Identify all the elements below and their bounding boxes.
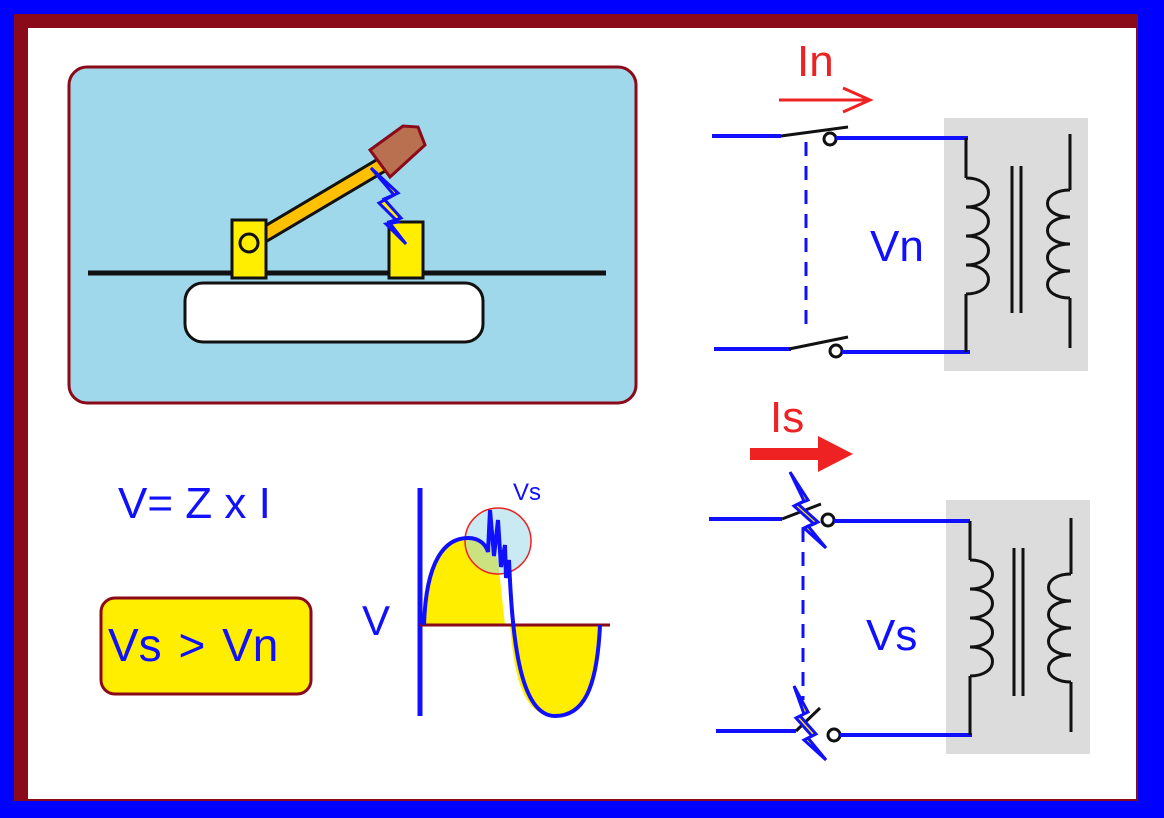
switch-base bbox=[183, 281, 485, 344]
switch-handle bbox=[367, 124, 427, 180]
inequality-symbol: > bbox=[178, 619, 206, 671]
illustration-panel bbox=[67, 65, 638, 405]
axis-label-v: V bbox=[362, 597, 391, 644]
primary-coil-top bbox=[965, 176, 990, 296]
normal-circuit bbox=[712, 86, 1088, 371]
arc-spark-icon bbox=[369, 166, 408, 246]
inequality-left: Vs bbox=[108, 619, 162, 671]
secondary-coil-bottom bbox=[1047, 572, 1072, 684]
label-current-normal: In bbox=[797, 37, 834, 86]
current-arrow-is bbox=[818, 436, 853, 472]
waveform-line bbox=[422, 509, 602, 719]
voltage-waveform bbox=[417, 488, 610, 719]
primary-coil-bottom bbox=[969, 558, 994, 678]
switch-illustration bbox=[67, 65, 638, 405]
pivot-pin bbox=[238, 232, 260, 254]
switch-blade-top bbox=[780, 125, 849, 138]
formula-text: V= Z x I bbox=[118, 479, 271, 528]
inequality-right: Vn bbox=[222, 619, 279, 671]
label-current-surge: Is bbox=[770, 393, 805, 442]
secondary-coil-top bbox=[1046, 188, 1071, 300]
current-arrow-in bbox=[842, 86, 874, 114]
inequality-text: Vs > Vn bbox=[108, 622, 278, 668]
arc-spark-top-icon bbox=[788, 471, 828, 550]
label-voltage-normal: Vn bbox=[870, 222, 924, 271]
inequality-box bbox=[99, 596, 313, 696]
switch-blade-bottom bbox=[788, 335, 849, 351]
switch-arm bbox=[247, 152, 398, 248]
arc-spark-bottom-icon bbox=[792, 685, 828, 762]
surge-circuit bbox=[709, 436, 1090, 762]
peak-label: Vs bbox=[513, 479, 542, 506]
label-voltage-surge: Vs bbox=[866, 611, 918, 660]
